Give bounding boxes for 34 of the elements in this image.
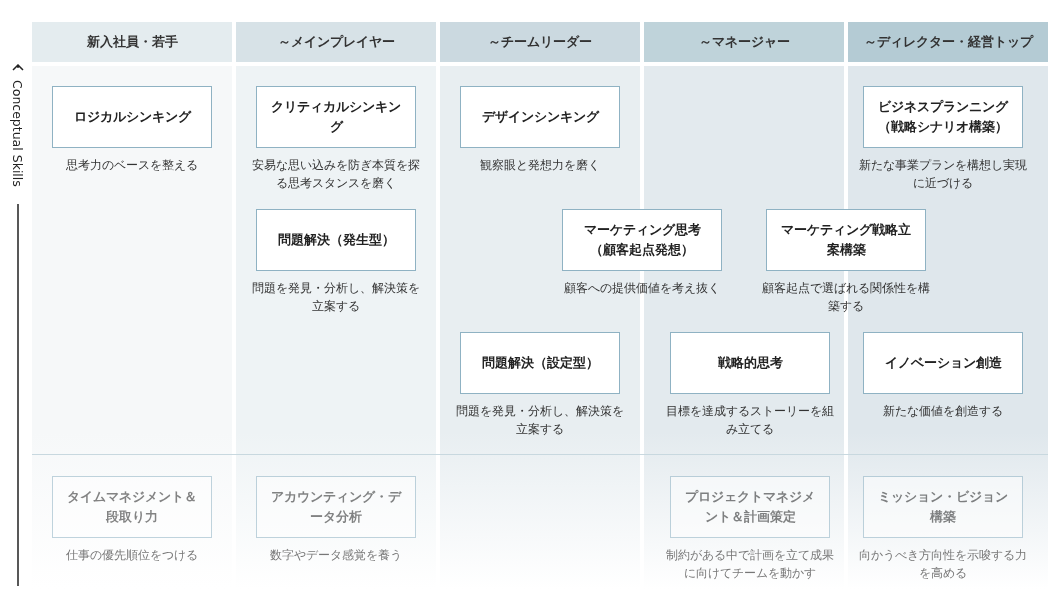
column-header: 新入社員・若手 xyxy=(32,22,232,62)
column-header: ～チームリーダー xyxy=(440,22,640,62)
skill-description: 新たな価値を創造する xyxy=(882,403,1004,420)
skill-description: 問題を発見・分析し、解決策を立案する xyxy=(455,403,625,439)
skill-description: 仕事の優先順位をつける xyxy=(65,547,199,564)
skill-description: 顧客への提供価値を考え抜く xyxy=(563,280,721,297)
skill-description: 数字やデータ感覚を養う xyxy=(269,547,403,564)
column-header: ～メインプレイヤー xyxy=(236,22,436,62)
skill-description: 向かうべき方向性を示唆する力を高める xyxy=(858,547,1028,583)
skill-box: ロジカルシンキング xyxy=(52,86,212,148)
skill-box: クリティカルシンキング xyxy=(256,86,416,148)
skill-description: 問題を発見・分析し、解決策を立案する xyxy=(251,280,421,316)
skill-description: 安易な思い込みを防ぎ本質を探る思考スタンスを磨く xyxy=(251,157,421,193)
skill-box: プロジェクトマネジメント＆計画策定 xyxy=(670,476,830,538)
skill-box: ビジネスプランニング（戦略シナリオ構築） xyxy=(863,86,1023,148)
skill-box: マーケティング思考（顧客起点発想） xyxy=(562,209,722,271)
column-header: ～ディレクター・経営トップ xyxy=(848,22,1048,62)
skill-box: イノベーション創造 xyxy=(863,332,1023,394)
skill-description: 思考力のベースを整える xyxy=(65,157,199,174)
skill-box: タイムマネジメント＆段取り力 xyxy=(52,476,212,538)
skill-box: アカウンティング・データ分析 xyxy=(256,476,416,538)
skill-box: マーケティング戦略立案構築 xyxy=(766,209,926,271)
skill-box: デザインシンキング xyxy=(460,86,620,148)
skill-description: 制約がある中で計画を立て成果に向けてチームを動かす xyxy=(665,547,835,583)
skill-description: 顧客起点で選ばれる関係性を構築する xyxy=(761,280,931,316)
column-header: ～マネージャー xyxy=(644,22,844,62)
axis-label: Conceptual Skills xyxy=(10,80,25,187)
skill-box: ミッション・ビジョン構築 xyxy=(863,476,1023,538)
skill-box: 問題解決（設定型） xyxy=(460,332,620,394)
skill-box: 戦略的思考 xyxy=(670,332,830,394)
skill-description: 観察眼と発想力を磨く xyxy=(479,157,601,174)
skill-description: 新たな事業プランを構想し実現に近づける xyxy=(858,157,1028,193)
skill-description: 目標を達成するストーリーを組み立てる xyxy=(665,403,835,439)
skill-box: 問題解決（発生型） xyxy=(256,209,416,271)
